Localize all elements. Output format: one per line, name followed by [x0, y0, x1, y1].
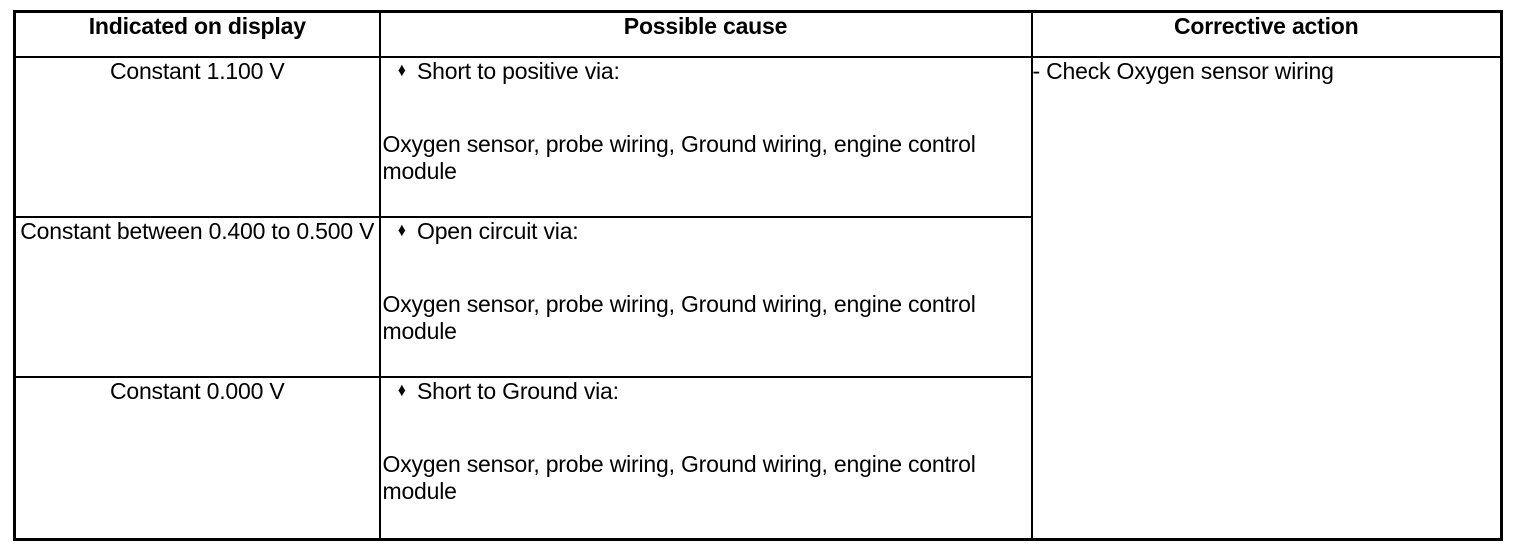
table-row: Constant 1.100 V ♦ Short to positive via…: [13, 56, 1503, 541]
cause-detail-row-2: Oxygen sensor, probe wiring, Ground wiri…: [382, 291, 976, 345]
cause-bullet-row-2: ♦ Open circuit via:: [381, 218, 1031, 245]
cell-indicated-row-1: Constant 1.100 V: [13, 56, 381, 218]
cell-possible-cause-row-2: ♦ Open circuit via: Oxygen sensor, probe…: [378, 216, 1033, 378]
cell-possible-cause-row-1: ♦ Short to positive via: Oxygen sensor, …: [378, 56, 1033, 218]
table-row: Constant 0.000 V ♦ Short to Ground via: …: [13, 376, 1502, 541]
column-header-corrective-action: Corrective action: [1030, 10, 1503, 58]
column-header-indicated-on-display: Indicated on display: [13, 10, 381, 58]
cell-indicated-row-2: Constant between 0.400 to 0.500 V: [13, 216, 381, 378]
table-header-row: Indicated on display Possible cause Corr…: [13, 10, 1503, 58]
cell-indicated-row-3: Constant 0.000 V: [13, 376, 381, 541]
cause-bullet-label-row-2: Open circuit via:: [417, 218, 579, 244]
diamond-bullet-icon: ♦: [397, 380, 406, 401]
diamond-bullet-icon: ♦: [397, 60, 406, 81]
cell-corrective-action: - Check Oxygen sensor wiring: [1030, 56, 1503, 541]
table-header: Indicated on display Possible cause Corr…: [13, 10, 1503, 58]
diagnostic-table: Indicated on display Possible cause Corr…: [13, 10, 1503, 541]
table-body: Constant 1.100 V ♦ Short to positive via…: [13, 56, 1503, 541]
cause-bullet-label-row-1: Short to positive via:: [417, 58, 620, 84]
table-row: Constant between 0.400 to 0.500 V ♦ Open…: [13, 216, 1502, 378]
cause-detail-row-3: Oxygen sensor, probe wiring, Ground wiri…: [382, 451, 976, 505]
cell-possible-cause-row-3: ♦ Short to Ground via: Oxygen sensor, pr…: [378, 376, 1033, 541]
column-header-possible-cause: Possible cause: [378, 10, 1033, 58]
cause-detail-row-1: Oxygen sensor, probe wiring, Ground wiri…: [382, 131, 976, 185]
cause-bullet-row-3: ♦ Short to Ground via:: [381, 378, 1031, 405]
diamond-bullet-icon: ♦: [397, 220, 406, 241]
cause-bullet-label-row-3: Short to Ground via:: [417, 378, 619, 404]
cause-bullet-row-1: ♦ Short to positive via:: [381, 58, 1031, 85]
